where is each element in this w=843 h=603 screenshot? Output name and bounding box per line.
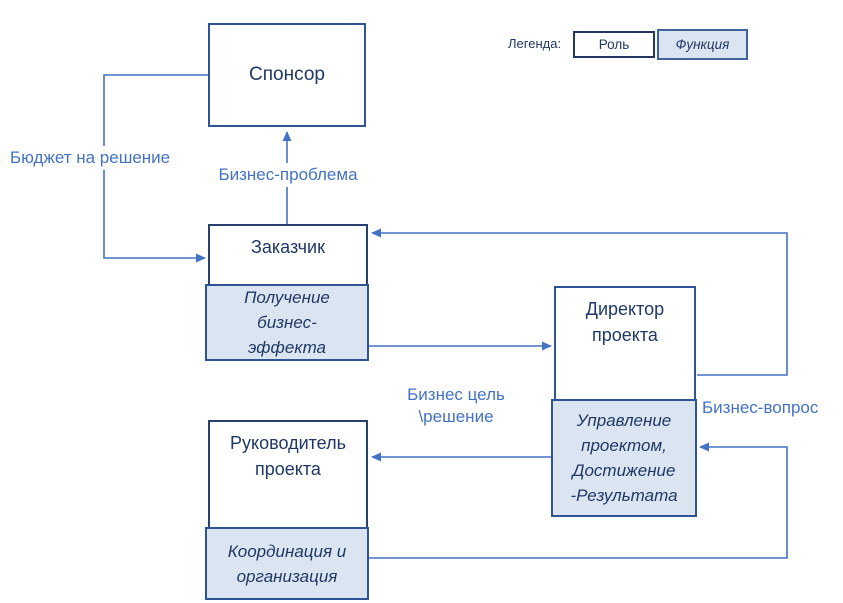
function-manager: Координация и организация bbox=[205, 527, 369, 600]
function-customer: Получение бизнес- эффекта bbox=[205, 284, 369, 361]
legend-role-label: Роль bbox=[598, 37, 630, 52]
node-customer: Заказчик bbox=[208, 224, 368, 286]
node-manager: Руководитель проекта bbox=[208, 420, 368, 529]
function-director-label: Управление проектом, Достижение -Результ… bbox=[570, 411, 678, 505]
function-manager-label: Координация и организация bbox=[227, 541, 347, 586]
node-customer-label: Заказчик bbox=[251, 237, 325, 257]
legend-function-label: Функция bbox=[675, 37, 730, 52]
edge-label-business-goal: Бизнес цель \решение bbox=[392, 383, 520, 429]
node-sponsor: Спонсор bbox=[208, 23, 366, 127]
edge-label-budget: Бюджет на решение bbox=[8, 146, 204, 170]
legend-function-sample: Функция bbox=[657, 29, 748, 60]
node-director: Директор проекта bbox=[554, 286, 696, 401]
node-manager-label: Руководитель проекта bbox=[230, 433, 346, 479]
node-sponsor-label: Спонсор bbox=[249, 64, 325, 85]
function-customer-label: Получение бизнес- эффекта bbox=[244, 288, 330, 357]
legend-title: Легенда: bbox=[508, 36, 562, 51]
legend-role-sample: Роль bbox=[573, 31, 655, 58]
function-director: Управление проектом, Достижение -Результ… bbox=[551, 399, 697, 517]
edge-label-business-problem: Бизнес-проблема bbox=[204, 163, 372, 187]
edge-label-business-question: Бизнес-вопрос bbox=[700, 396, 843, 420]
node-director-label: Директор проекта bbox=[585, 299, 665, 345]
